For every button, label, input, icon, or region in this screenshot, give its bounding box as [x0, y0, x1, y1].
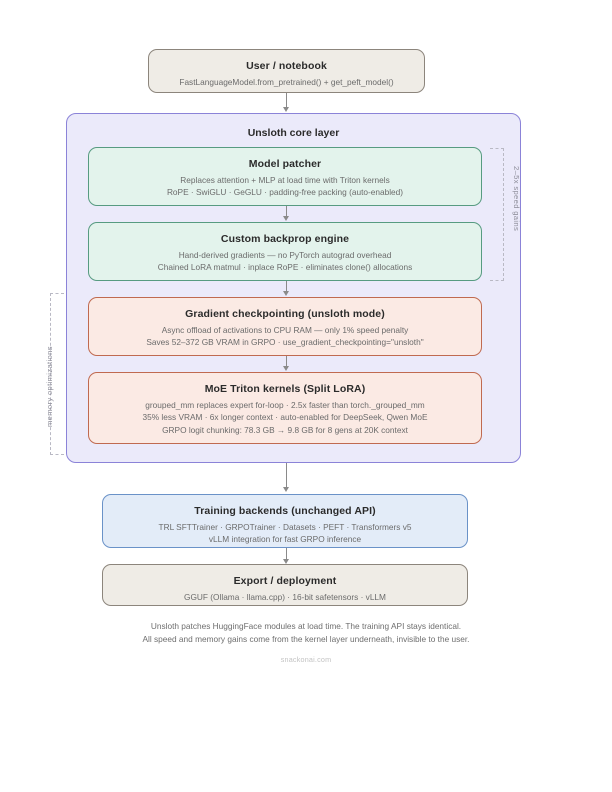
connector-backends-to-export: [286, 548, 287, 560]
node-custom-backprop-engine-lines: Hand-derived gradients — no PyTorch auto…: [157, 250, 413, 273]
node-training-backends: Training backends (unchanged API) TRL SF…: [102, 494, 468, 548]
node-user-notebook-lines: FastLanguageModel.from_pretrained() + ge…: [179, 77, 394, 87]
node-export-deployment: Export / deployment GGUF (Ollama · llama…: [102, 564, 468, 606]
connector-backprop-to-checkpointing-arrow: [283, 291, 289, 296]
node-gradient-checkpointing-title: Gradient checkpointing (unsloth mode): [185, 308, 385, 320]
core-layer-title: Unsloth core layer: [247, 127, 340, 139]
node-gradient-checkpointing-lines: Async offload of activations to CPU RAM …: [146, 325, 424, 348]
connector-user-to-core-arrow: [283, 107, 289, 112]
memory-optimizations-bracket: [50, 293, 64, 455]
node-custom-backprop-engine: Custom backprop engine Hand-derived grad…: [88, 222, 482, 281]
node-gradient-checkpointing: Gradient checkpointing (unsloth mode) As…: [88, 297, 482, 356]
footer-note: Unsloth patches HuggingFace modules at l…: [0, 620, 612, 646]
node-model-patcher-lines: Replaces attention + MLP at load time wi…: [166, 175, 404, 198]
speed-gains-label: 2–5x speed gains: [512, 166, 521, 232]
footer-line-1: Unsloth patches HuggingFace modules at l…: [150, 621, 462, 631]
memory-optimizations-label: memory optimizations: [45, 346, 54, 427]
node-moe-triton-kernels-title: MoE Triton kernels (Split LoRA): [204, 383, 366, 395]
node-model-patcher: Model patcher Replaces attention + MLP a…: [88, 147, 482, 206]
connector-backprop-to-checkpointing: [286, 281, 287, 292]
watermark: snackonai.com: [280, 655, 332, 664]
connector-patcher-to-backprop: [286, 206, 287, 217]
connector-checkpointing-to-moe-arrow: [283, 366, 289, 371]
node-moe-triton-kernels-lines: grouped_mm replaces expert for-loop · 2.…: [142, 400, 428, 435]
node-moe-triton-kernels: MoE Triton kernels (Split LoRA) grouped_…: [88, 372, 482, 444]
node-user-notebook-title: User / notebook: [246, 60, 327, 72]
node-custom-backprop-engine-title: Custom backprop engine: [220, 233, 350, 245]
footer-line-2: All speed and memory gains come from the…: [142, 634, 470, 644]
connector-backends-to-export-arrow: [283, 559, 289, 564]
connector-core-to-backends: [286, 463, 287, 488]
node-export-deployment-title: Export / deployment: [233, 575, 337, 587]
node-model-patcher-title: Model patcher: [248, 158, 322, 170]
node-training-backends-lines: TRL SFTTrainer · GRPOTrainer · Datasets …: [158, 522, 412, 545]
connector-user-to-core: [286, 93, 287, 108]
node-user-notebook: User / notebook FastLanguageModel.from_p…: [148, 49, 425, 93]
speed-gains-bracket: [490, 148, 504, 281]
connector-patcher-to-backprop-arrow: [283, 216, 289, 221]
connector-core-to-backends-arrow: [283, 487, 289, 492]
node-training-backends-title: Training backends (unchanged API): [194, 505, 376, 517]
connector-checkpointing-to-moe: [286, 356, 287, 367]
node-export-deployment-lines: GGUF (Ollama · llama.cpp) · 16-bit safet…: [184, 592, 386, 602]
